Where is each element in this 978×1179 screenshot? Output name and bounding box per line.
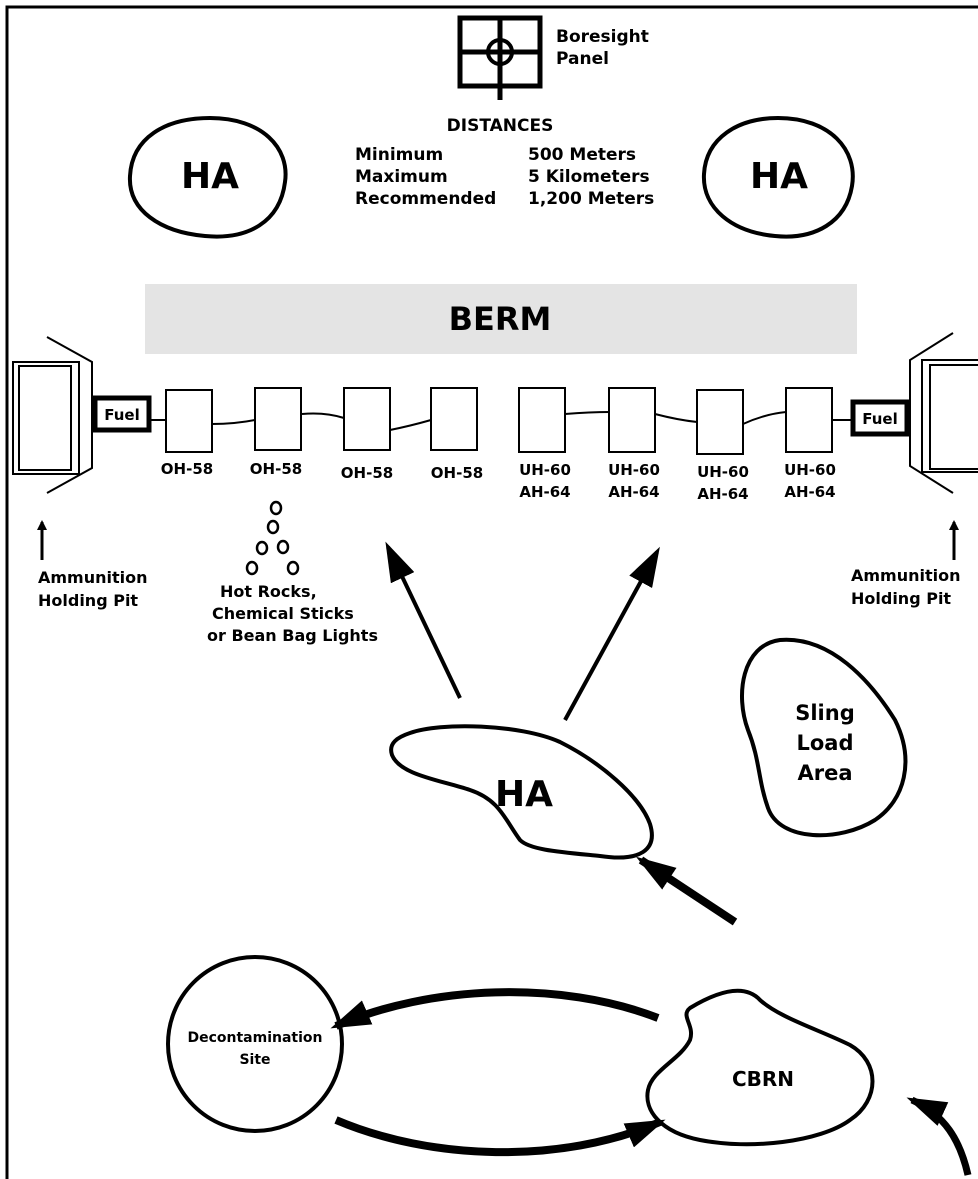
distance-recommended-value: 1,200 Meters (528, 189, 654, 209)
pad-oh58-2 (254, 387, 302, 451)
sling-label-line1: Sling (795, 701, 855, 725)
distance-maximum-label: Maximum (355, 167, 448, 187)
berm-label: BERM (449, 300, 552, 338)
lights-label-line3: or Bean Bag Lights (207, 626, 378, 645)
pad-oh58-3 (343, 387, 391, 451)
distance-minimum-label: Minimum (355, 145, 443, 165)
pad-label-oh58-4: OH-58 (431, 464, 483, 482)
holding-area-center-shape (389, 724, 654, 860)
pad-label-ah64-4: AH-64 (784, 483, 835, 501)
sling-label-line2: Load (796, 731, 853, 755)
lights-label-line2: Chemical Sticks (212, 604, 354, 623)
pad-oh58-1 (165, 389, 213, 453)
pad-label-oh58-1: OH-58 (161, 460, 213, 478)
ammo-pit-right (909, 332, 978, 494)
holding-area-right-shape (701, 115, 855, 239)
lights-label-line1: Hot Rocks, (220, 582, 317, 601)
pad-label-oh58-3: OH-58 (341, 464, 393, 482)
fuel-hose-right (564, 411, 853, 425)
boresight-panel-icon (457, 15, 543, 100)
arrow-ha-to-oh58-pads (385, 541, 462, 699)
boresight-label-line1: Boresight (556, 27, 649, 47)
sling-label-line3: Area (797, 761, 852, 785)
pad-uh60-3 (696, 389, 744, 455)
ammo-pit-right-label-line2: Holding Pit (851, 589, 951, 608)
boresight-label-line2: Panel (556, 49, 609, 69)
pad-oh58-4 (430, 387, 478, 451)
pad-label-ah64-1: AH-64 (519, 483, 570, 501)
cbrn-label: CBRN (732, 1067, 794, 1091)
distance-minimum-value: 500 Meters (528, 145, 636, 165)
distances-title: DISTANCES (447, 116, 554, 136)
distance-maximum-value: 5 Kilometers (528, 167, 650, 187)
decontamination-site-shape (166, 955, 344, 1133)
pad-uh60-4 (785, 387, 833, 453)
ammo-pit-left (12, 336, 93, 494)
pad-uh60-2 (608, 387, 656, 453)
ammo-pit-left-label-line2: Holding Pit (38, 591, 138, 610)
fuel-point-left (92, 395, 152, 433)
pad-label-uh60-3: UH-60 (697, 463, 749, 481)
arrow-cbrn-to-decon (330, 988, 660, 1030)
arrow-cbrn-to-ha (635, 856, 738, 926)
sling-load-area-shape (740, 637, 908, 838)
decon-label-line1: Decontamination (187, 1030, 322, 1046)
pad-label-oh58-2: OH-58 (250, 460, 302, 478)
distance-recommended-label: Recommended (355, 189, 496, 209)
pad-label-ah64-2: AH-64 (608, 483, 659, 501)
pad-uh60-1 (518, 387, 566, 453)
pad-label-uh60-2: UH-60 (608, 461, 660, 479)
incoming-arrow (906, 1096, 972, 1176)
decon-label-line2: Site (239, 1052, 270, 1068)
cbrn-area-shape (645, 988, 875, 1147)
pad-label-uh60-4: UH-60 (784, 461, 836, 479)
pad-label-ah64-3: AH-64 (697, 485, 748, 503)
landing-lights-icon (245, 500, 300, 576)
holding-area-left-label: HA (181, 156, 239, 197)
fuel-label-right: Fuel (862, 410, 898, 428)
ammo-pit-left-label-line1: Ammunition (38, 568, 148, 587)
arrow-decon-to-cbrn (334, 1116, 666, 1157)
fuel-hose-left (211, 412, 432, 431)
holding-area-left-shape (127, 115, 288, 239)
arrow-ha-to-uh60-pads (563, 546, 660, 721)
ammo-pit-right-label-line1: Ammunition (851, 566, 961, 585)
holding-area-right-label: HA (750, 156, 808, 197)
holding-area-center-label: HA (495, 774, 553, 815)
fuel-point-right (850, 399, 910, 437)
fuel-label-left: Fuel (104, 406, 140, 424)
outer-frame (5, 5, 978, 1179)
berm (145, 284, 857, 354)
pad-label-uh60-1: UH-60 (519, 461, 571, 479)
